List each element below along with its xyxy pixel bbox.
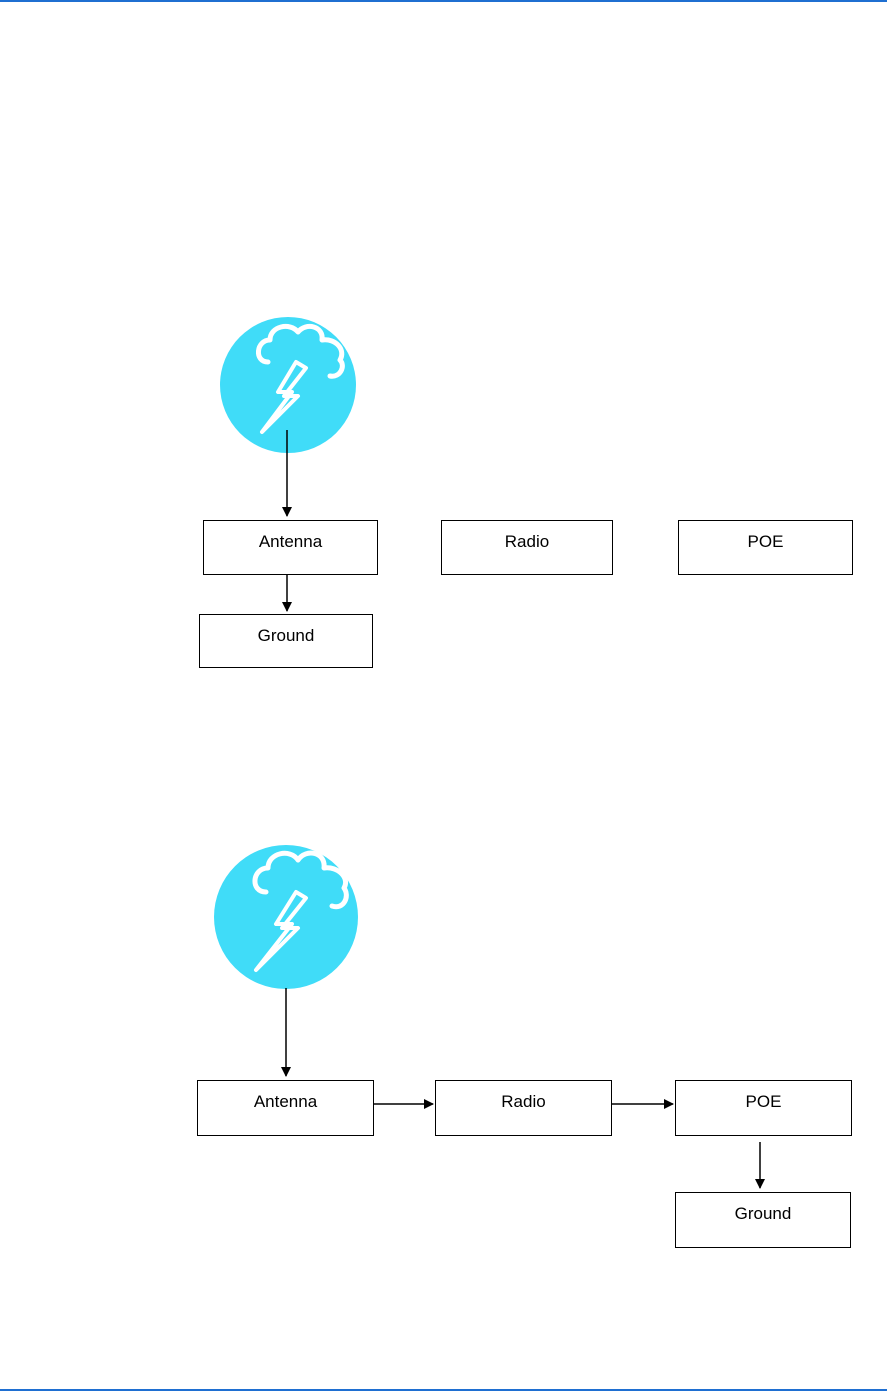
poe-label: POE — [746, 1092, 782, 1111]
lightning-storm-icon — [214, 845, 358, 989]
radio-label: Radio — [501, 1092, 545, 1111]
radio-box: Radio — [435, 1080, 612, 1136]
poe-box: POE — [675, 1080, 852, 1136]
antenna-label: Antenna — [254, 1092, 317, 1111]
ground-label: Ground — [735, 1204, 792, 1223]
ground-box: Ground — [675, 1192, 851, 1248]
antenna-box: Antenna — [197, 1080, 374, 1136]
diagram-2: Antenna Radio POE Ground — [0, 0, 887, 1300]
